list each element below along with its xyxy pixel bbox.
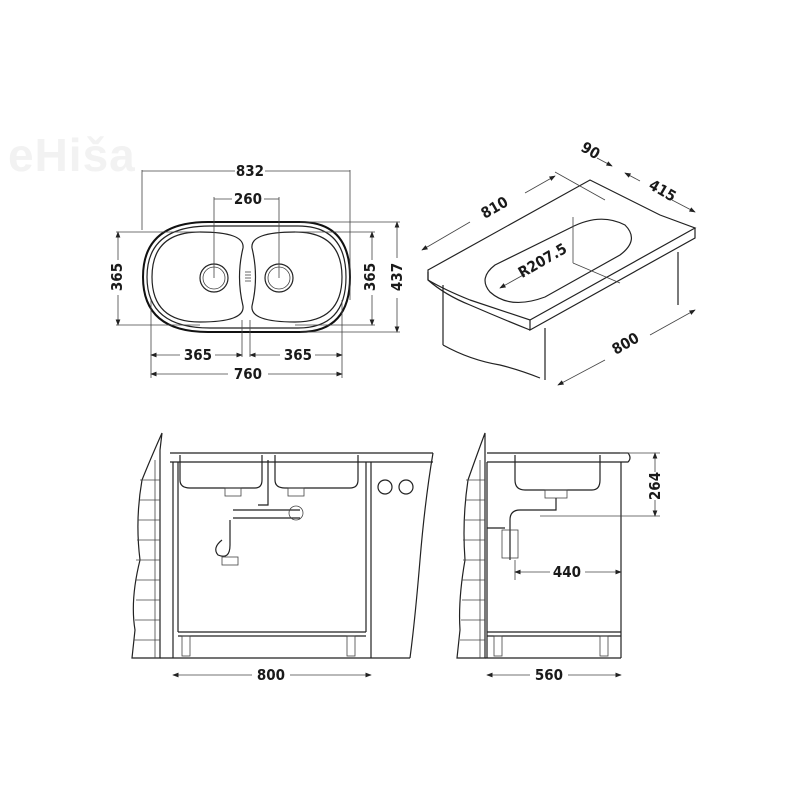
watermark-logo: eHiša xyxy=(8,129,136,181)
right-bowl xyxy=(251,231,343,323)
dim-right-bowl-width: 365 xyxy=(284,346,312,364)
left-bowl xyxy=(151,231,244,323)
front-right-bowl xyxy=(274,455,359,489)
dim-iso-cabinet-width: 800 xyxy=(609,329,642,359)
dim-iso-length: 810 xyxy=(478,193,511,223)
brick-wall xyxy=(134,460,160,658)
dim-iso-radius: R207.5 xyxy=(515,240,570,282)
dim-overall-width: 832 xyxy=(236,162,264,180)
isometric-basin xyxy=(484,218,632,303)
outlet-icon xyxy=(398,479,414,495)
front-left-bowl xyxy=(179,455,263,489)
dim-side-cabinet-depth: 560 xyxy=(535,666,563,684)
dim-drain-spacing: 260 xyxy=(234,190,262,208)
dim-left-height: 365 xyxy=(108,263,126,291)
top-view-diagram: 832 260 365 365 437 365 365 xyxy=(108,162,406,383)
brick-wall xyxy=(460,460,485,658)
front-view-diagram: 800 xyxy=(131,432,434,684)
isometric-view-diagram: 810 90 415 R207.5 800 xyxy=(421,138,697,386)
side-bowl xyxy=(514,455,601,491)
sink-outer-outline xyxy=(141,221,352,333)
dim-front-cabinet-width: 800 xyxy=(257,666,285,684)
dim-left-bowl-width: 365 xyxy=(184,346,212,364)
dim-side-bowl-depth: 264 xyxy=(646,472,664,500)
side-view-diagram: 264 440 560 xyxy=(456,432,664,684)
dim-overall-depth: 437 xyxy=(388,263,406,291)
outlet-icon xyxy=(377,479,393,495)
dim-bowls-total-width: 760 xyxy=(234,365,262,383)
dim-side-drain-offset: 440 xyxy=(553,563,581,581)
dim-right-bowl-height: 365 xyxy=(361,263,379,291)
